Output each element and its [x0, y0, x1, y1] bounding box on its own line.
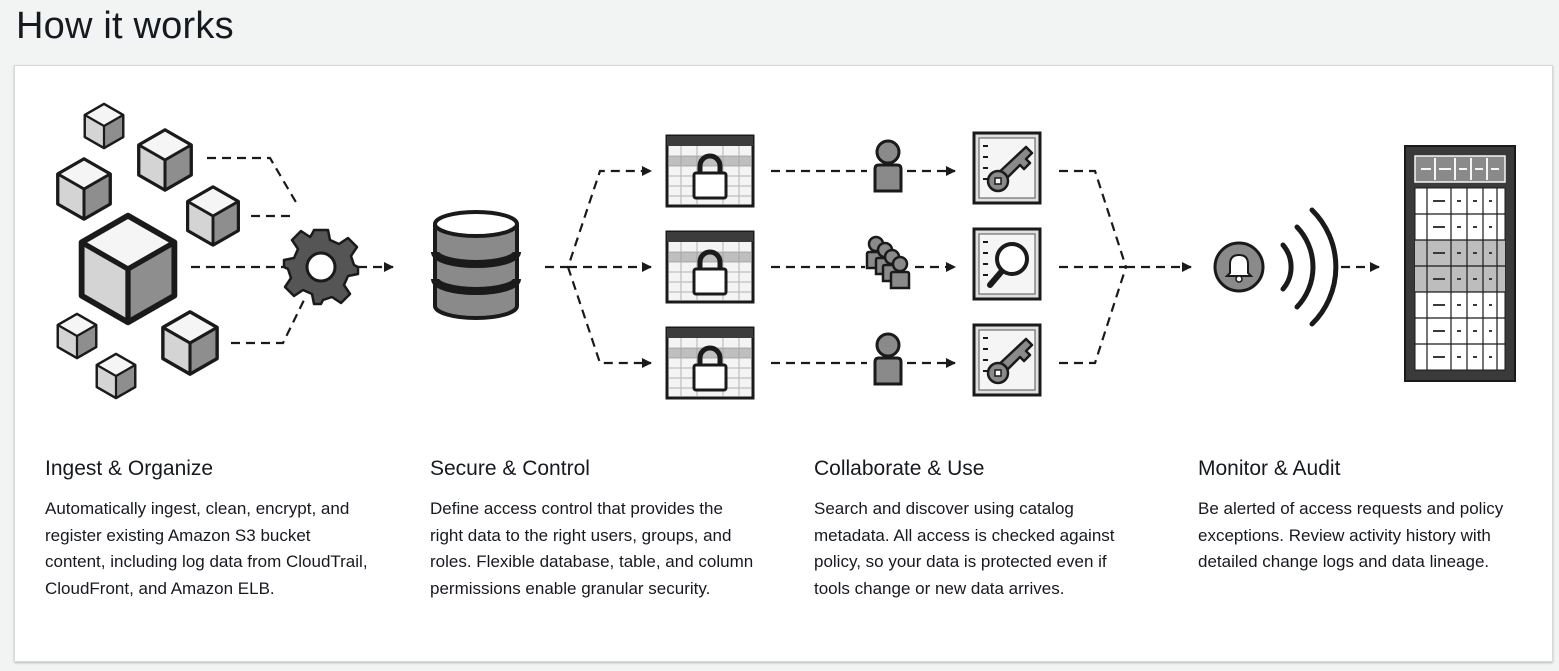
- step-monitor-audit: Monitor & Audit Be alerted of access req…: [1198, 454, 1508, 576]
- bell-alert-icon: [1213, 207, 1339, 327]
- audit-log-icon: [1404, 145, 1516, 382]
- search-catalog-icon: [974, 229, 1040, 299]
- locked-table-icon: [667, 136, 753, 398]
- step-description: Be alerted of access requests and policy…: [1198, 499, 1504, 571]
- step-title: Ingest & Organize: [45, 457, 214, 480]
- step-ingest-organize: Ingest & Organize Automatically ingest, …: [45, 454, 375, 602]
- page-title: How it works: [16, 5, 234, 47]
- gear-icon: [282, 228, 360, 306]
- step-description: Search and discover using catalog metada…: [814, 499, 1115, 598]
- workflow-diagram: [15, 66, 1516, 406]
- group-icon: [865, 235, 911, 290]
- step-title: Monitor & Audit: [1198, 457, 1341, 480]
- step-description: Define access control that provides the …: [430, 499, 754, 598]
- step-description: Automatically ingest, clean, encrypt, an…: [45, 499, 368, 598]
- cube-icon: [58, 104, 238, 398]
- step-secure-control: Secure & Control Define access control t…: [430, 454, 760, 602]
- step-title: Secure & Control: [430, 457, 590, 480]
- step-collaborate-use: Collaborate & Use Search and discover us…: [814, 454, 1144, 602]
- how-it-works-card: Ingest & Organize Automatically ingest, …: [14, 65, 1553, 662]
- step-title: Collaborate & Use: [814, 457, 985, 480]
- database-icon: [431, 210, 521, 320]
